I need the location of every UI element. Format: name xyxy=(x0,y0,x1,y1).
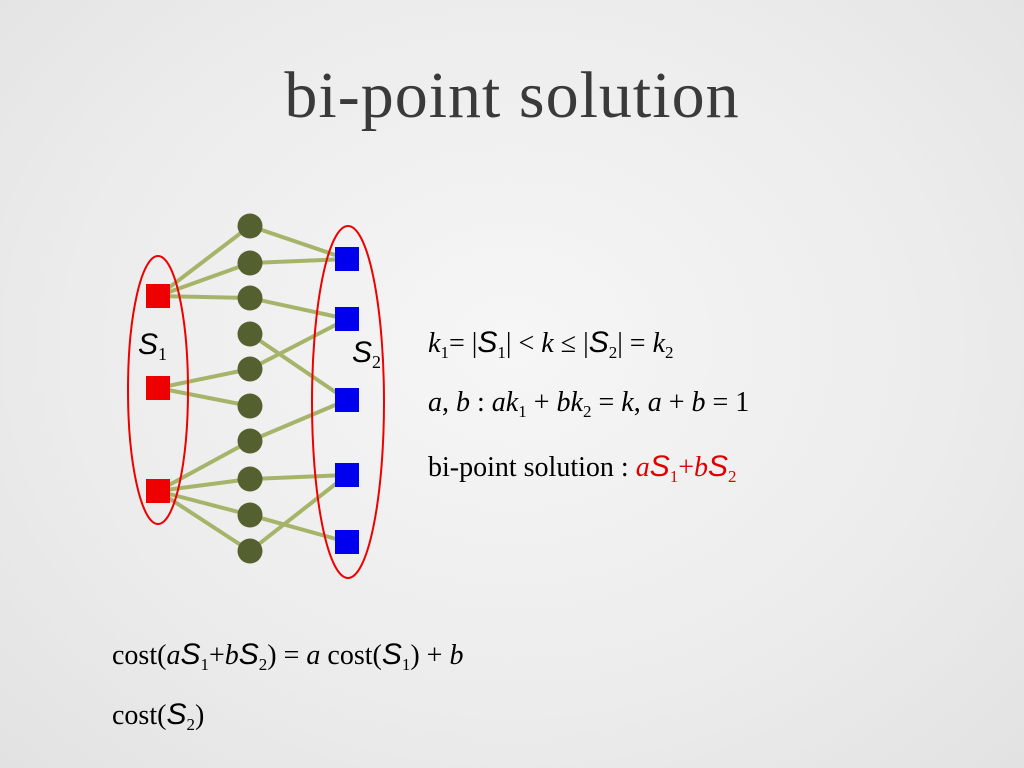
edge-left-7 xyxy=(157,489,251,517)
edge-right-4 xyxy=(249,317,348,371)
right-set-ellipse xyxy=(311,225,385,579)
middle-node-8 xyxy=(237,502,263,528)
left-square-2 xyxy=(146,479,170,503)
edge-right-0 xyxy=(249,224,348,261)
edge-right-6 xyxy=(249,473,348,481)
equation-cost-decomposition: cost(aS1+bS2) = a cost(S1) + b xyxy=(112,638,464,674)
right-square-1 xyxy=(335,307,359,331)
middle-node-5 xyxy=(237,393,263,419)
right-square-4 xyxy=(335,530,359,554)
middle-node-4 xyxy=(237,356,263,382)
edge-right-1 xyxy=(249,257,348,265)
right-square-3 xyxy=(335,463,359,487)
equation-cost-continuation: cost(S2) xyxy=(112,698,205,734)
middle-node-6 xyxy=(237,428,263,454)
middle-node-7 xyxy=(237,466,263,492)
edge-right-5 xyxy=(249,398,348,443)
edge-right-3 xyxy=(248,332,349,402)
equation-bi-point-solution: bi-point solution : aS1+bS2 xyxy=(428,450,737,486)
right-set-label: S2 xyxy=(352,336,382,372)
middle-node-9 xyxy=(237,538,263,564)
left-square-1 xyxy=(146,376,170,400)
left-set-label: S1 xyxy=(138,328,168,364)
right-square-0 xyxy=(335,247,359,271)
left-square-0 xyxy=(146,284,170,308)
middle-node-1 xyxy=(237,250,263,276)
middle-node-2 xyxy=(237,285,263,311)
edge-right-7 xyxy=(249,513,348,544)
edges-layer xyxy=(156,224,349,553)
equation-ab-constraint: a, b : ak1 + bk2 = k, a + b = 1 xyxy=(428,387,750,421)
edge-left-8 xyxy=(156,489,252,553)
nodes-layer xyxy=(146,213,359,564)
edge-left-5 xyxy=(157,439,251,493)
edge-left-0 xyxy=(156,224,252,298)
edge-left-3 xyxy=(157,367,251,390)
edge-left-2 xyxy=(157,294,251,300)
edge-left-4 xyxy=(157,386,251,408)
right-square-2 xyxy=(335,388,359,412)
edge-right-2 xyxy=(249,296,348,321)
left-set-ellipse xyxy=(127,255,189,525)
slide-title: bi-point solution xyxy=(284,59,740,132)
middle-node-0 xyxy=(237,213,263,239)
equation-k-relation: k1= |S1| < k ≤ |S2| = k2 xyxy=(428,326,674,362)
edge-right-8 xyxy=(248,473,349,553)
edge-left-6 xyxy=(157,477,251,493)
middle-node-3 xyxy=(237,321,263,347)
edge-left-1 xyxy=(157,261,251,298)
